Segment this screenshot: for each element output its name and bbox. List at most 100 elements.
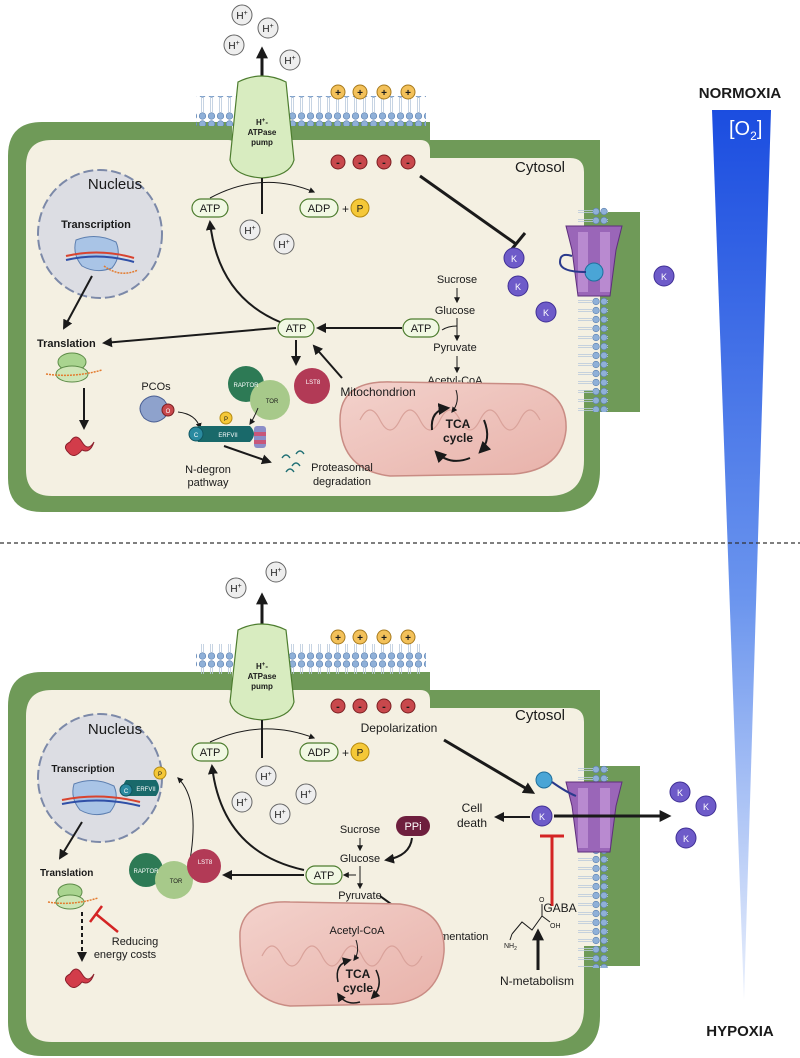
- svg-text:ADP: ADP: [308, 747, 331, 759]
- k-ion: K: [675, 827, 697, 849]
- transcription-label: Transcription: [51, 764, 114, 775]
- h-ion: H+: [265, 561, 287, 583]
- negative-charge: -: [330, 154, 346, 170]
- rna-polymerase-icon: [65, 236, 139, 274]
- h-ion: H+: [279, 49, 301, 71]
- ndegron-label: pathway: [188, 477, 229, 489]
- pump-label: pump: [251, 138, 273, 147]
- svg-text:H+: H+: [300, 789, 311, 801]
- tca-cycle: [336, 957, 381, 1004]
- svg-text:K: K: [703, 802, 709, 812]
- k-ion: K: [535, 301, 557, 323]
- svg-text:P: P: [158, 772, 162, 778]
- gaba-oh-label: OH: [550, 923, 561, 930]
- svg-text:-: -: [406, 157, 410, 169]
- pyruvate-label: Pyruvate: [338, 890, 381, 902]
- svg-text:ADP: ADP: [308, 203, 331, 215]
- cytosol-label: Cytosol: [515, 159, 565, 176]
- svg-text:-: -: [382, 157, 386, 169]
- hypoxia-panel: H+ H+ H+- ATPase pump + + + + - - - - Cy…: [8, 561, 717, 1056]
- tor-label: TOR: [170, 879, 183, 885]
- negative-charge: -: [376, 698, 392, 714]
- h-ion: H+: [231, 791, 253, 813]
- svg-text:H+: H+: [270, 567, 281, 579]
- atp-pill: ATP: [191, 198, 229, 218]
- negative-charge: -: [330, 698, 346, 714]
- atp-pill: ATP: [305, 865, 343, 885]
- o2-label: [O2]: [729, 118, 762, 143]
- raptor-label: RAPTOR: [134, 869, 160, 875]
- tca-label: TCA: [446, 417, 471, 431]
- pump-label: ATPase: [248, 672, 277, 681]
- k-ion: K: [503, 247, 525, 269]
- svg-text:P: P: [357, 204, 364, 215]
- lst8-label: LST8: [198, 860, 213, 866]
- lst8-label: LST8: [306, 380, 321, 386]
- pump-label: H+-: [256, 118, 268, 127]
- positive-charge: +: [352, 84, 368, 100]
- n-metabolism-label: N-metabolism: [500, 974, 574, 988]
- positive-charge: +: [400, 84, 416, 100]
- svg-text:K: K: [661, 272, 667, 282]
- transcription-arrow: [63, 275, 93, 330]
- plus-join: +: [342, 202, 349, 216]
- svg-text:K: K: [515, 282, 521, 292]
- h-ion: H+: [269, 803, 291, 825]
- reducing-label: energy costs: [94, 949, 157, 961]
- nucleus-label: Nucleus: [88, 176, 142, 193]
- svg-text:-: -: [358, 157, 362, 169]
- negative-charge: -: [400, 698, 416, 714]
- svg-text:K: K: [677, 788, 683, 798]
- svg-text:-: -: [336, 701, 340, 713]
- adp-pill: ADP: [299, 198, 339, 218]
- inhibition-line: [419, 174, 517, 246]
- svg-text:ATP: ATP: [286, 323, 307, 335]
- k-ion: K: [531, 805, 553, 827]
- h-ion: H+: [255, 765, 277, 787]
- svg-text:K: K: [683, 834, 689, 844]
- reducing-label: Reducing: [112, 936, 158, 948]
- positive-charge: +: [400, 629, 416, 645]
- energy-cost-inhibition: [95, 913, 119, 933]
- h-ion: H+: [273, 233, 295, 255]
- tor-erfvii-arrow: [249, 407, 259, 425]
- sucrose-label: Sucrose: [340, 824, 380, 836]
- mitochondrion-label: Mitochondrion: [340, 385, 415, 399]
- svg-text:PPi: PPi: [404, 821, 421, 833]
- h-ion: H+: [257, 17, 279, 39]
- h-ion: H+: [295, 783, 317, 805]
- sucrose-label: Sucrose: [437, 274, 477, 286]
- pco-enzyme-icon: O: [139, 395, 175, 423]
- svg-text:+: +: [357, 633, 363, 644]
- ppi-chip: PPi: [396, 816, 430, 836]
- tca-label: cycle: [343, 981, 373, 995]
- gaba-structure-icon: [509, 904, 551, 941]
- svg-text:+: +: [405, 633, 411, 644]
- svg-text:+: +: [405, 88, 411, 99]
- gaba-label: GABA: [543, 901, 576, 915]
- svg-text:ATP: ATP: [314, 870, 335, 882]
- translation-label: Translation: [40, 868, 93, 879]
- svg-text:K: K: [511, 254, 517, 264]
- k-ion: K: [695, 795, 717, 817]
- proteasomal-label: Proteasomal: [311, 462, 373, 474]
- pump-label: H+-: [256, 662, 268, 671]
- positive-charge: +: [376, 629, 392, 645]
- mitochondrion: [239, 901, 445, 1007]
- negative-charge: -: [400, 154, 416, 170]
- svg-text:-: -: [406, 701, 410, 713]
- phosphate-chip: P: [350, 742, 370, 762]
- svg-text:C: C: [124, 789, 129, 795]
- positive-charge: +: [352, 629, 368, 645]
- transcription-arrow: [58, 821, 83, 860]
- tca-label: TCA: [346, 967, 371, 981]
- svg-text:+: +: [335, 633, 341, 644]
- svg-text:-: -: [382, 701, 386, 713]
- plasma-membrane-top: [196, 96, 426, 126]
- svg-text:ATP: ATP: [200, 203, 221, 215]
- k-ion: K: [669, 781, 691, 803]
- svg-text:ERFVII: ERFVII: [136, 787, 156, 793]
- adp-pill: ADP: [299, 742, 339, 762]
- ribosome-icon: [47, 883, 99, 910]
- pyruvate-label: Pyruvate: [433, 342, 476, 354]
